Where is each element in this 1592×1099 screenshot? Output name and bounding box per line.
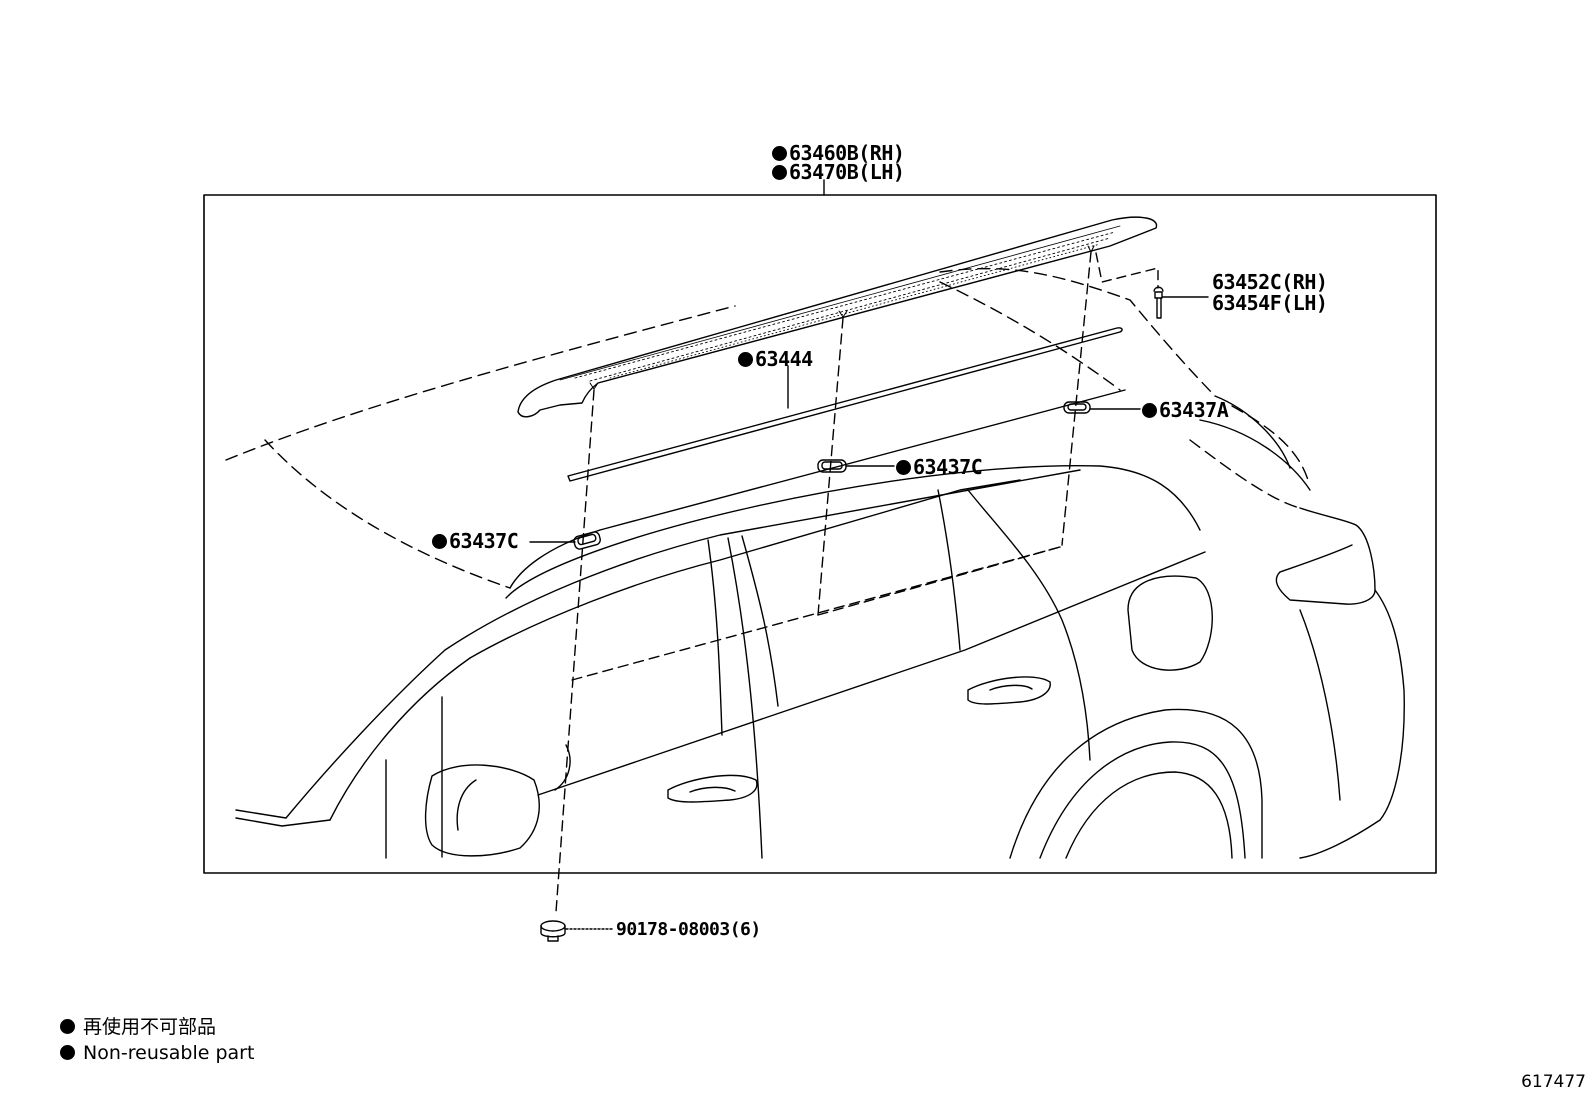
non-reusable-dot-icon xyxy=(432,534,447,549)
label-roof-rack-lh: 63470B(LH) xyxy=(772,162,905,182)
label-pad-front: 63437C xyxy=(432,531,519,551)
label-clip-rh: 63452C(RH) xyxy=(1212,270,1328,294)
non-reusable-dot-icon xyxy=(60,1019,75,1034)
label-roof-rack-rh: 63460B(RH) xyxy=(772,143,905,163)
label-strip: 63444 xyxy=(738,349,813,369)
non-reusable-dot-icon xyxy=(896,460,911,475)
assembly-dash-lines xyxy=(555,251,1092,913)
non-reusable-dot-icon xyxy=(1142,403,1157,418)
non-reusable-dot-icon xyxy=(738,352,753,367)
moulding-strip xyxy=(567,327,1123,482)
figure-id: 617477 xyxy=(1521,1072,1586,1092)
label-clip-lh: 63454F(LH) xyxy=(1212,291,1328,315)
non-reusable-dot-icon xyxy=(772,165,787,180)
non-reusable-dot-icon xyxy=(60,1045,75,1060)
pad-rear xyxy=(1063,401,1141,414)
clip-part xyxy=(1153,286,1209,319)
label-pad-rear: 63437A xyxy=(1142,400,1229,420)
label-nut: 90178-08003(6) xyxy=(616,919,761,940)
diagram-frame xyxy=(203,194,1437,874)
clip-dash xyxy=(1095,252,1159,289)
car-roof-outline xyxy=(225,267,1309,589)
nut-part xyxy=(540,920,613,942)
label-pad-center: 63437C xyxy=(896,457,983,477)
non-reusable-dot-icon xyxy=(772,146,787,161)
car-body-lines xyxy=(235,389,1405,859)
legend-english: Non-reusable part xyxy=(60,1044,254,1063)
legend-japanese: 再使用不可部品 xyxy=(60,1018,216,1037)
roof-rack-rail xyxy=(517,216,1158,418)
